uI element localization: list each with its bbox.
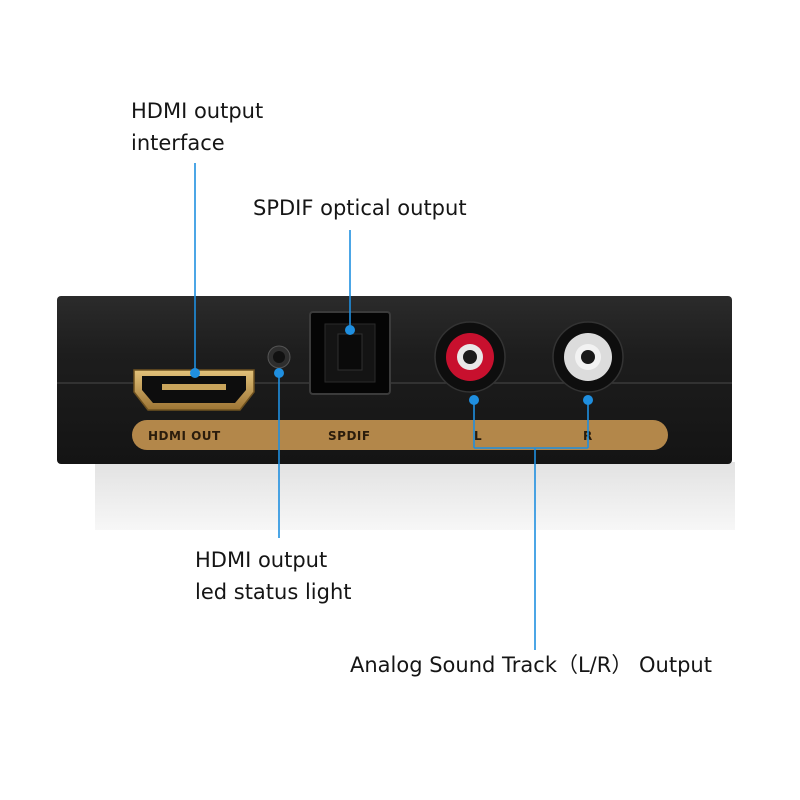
- label-l: L: [474, 429, 482, 443]
- device-shadow: [95, 462, 735, 530]
- callout-hdmi-interface: HDMI output interface: [131, 95, 263, 159]
- dot-rca-right: [583, 395, 593, 405]
- callout-hdmi-interface-line2: interface: [131, 131, 225, 155]
- callout-spdif: SPDIF optical output: [253, 192, 467, 224]
- callout-hdmi-interface-line1: HDMI output: [131, 99, 264, 123]
- callout-led-line1: HDMI output: [195, 548, 328, 572]
- dot-spdif: [345, 325, 355, 335]
- callout-analog: Analog Sound Track（L/R） Output: [350, 649, 712, 681]
- label-hdmi-out: HDMI OUT: [148, 429, 221, 443]
- label-strip: [132, 420, 668, 450]
- dot-hdmi: [190, 368, 200, 378]
- callout-led: HDMI output led status light: [195, 544, 352, 608]
- led-status-light: [267, 345, 291, 369]
- callout-analog-line1: Analog Sound Track（L/R） Output: [350, 653, 712, 677]
- hdmi-port: [133, 369, 255, 411]
- callout-led-line2: led status light: [195, 580, 352, 604]
- label-spdif: SPDIF: [328, 429, 371, 443]
- callout-spdif-line1: SPDIF optical output: [253, 196, 467, 220]
- rca-right-jack: [552, 321, 624, 393]
- rca-left-jack: [434, 321, 506, 393]
- spdif-port: [309, 311, 391, 395]
- dot-rca-left: [469, 395, 479, 405]
- dot-led: [274, 368, 284, 378]
